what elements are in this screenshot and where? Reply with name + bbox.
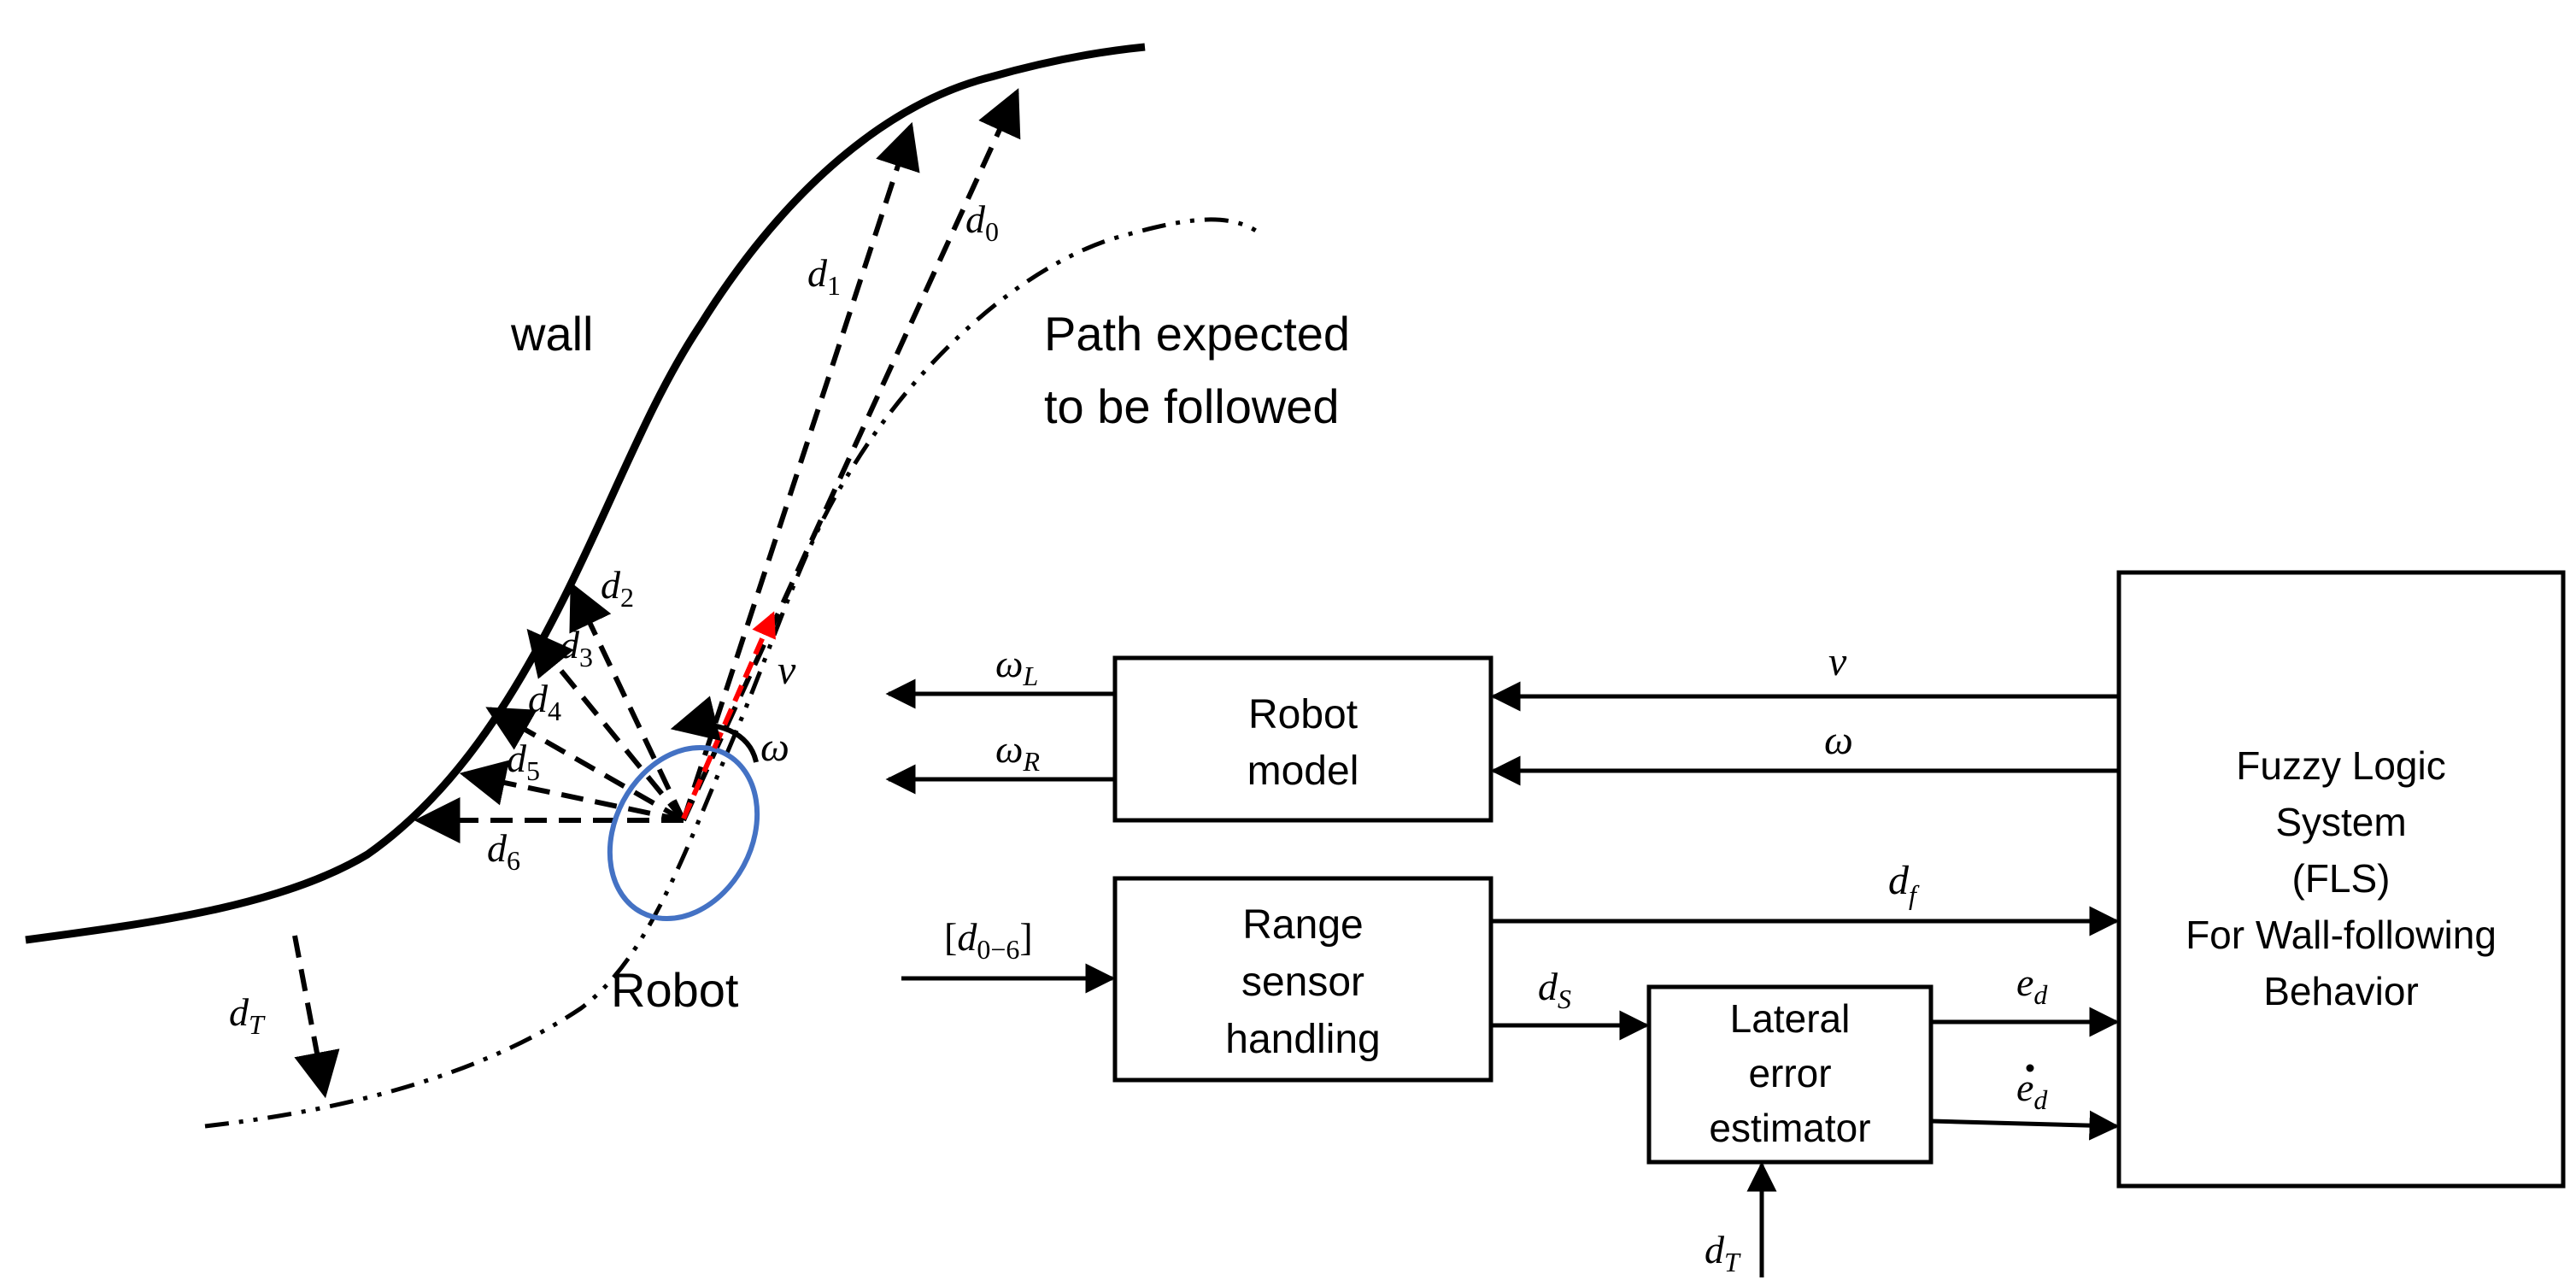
path-label-line2: to be followed: [1044, 379, 1340, 433]
lateral-error-label-3: estimator: [1709, 1106, 1870, 1150]
wall-label: wall: [510, 307, 593, 361]
signal-e-d-dot: ed: [2016, 1066, 2048, 1115]
label-d3: d3: [560, 623, 593, 672]
fls-label-5: Behavior: [2263, 969, 2419, 1013]
range-sensor-label-1: Range: [1242, 902, 1363, 948]
target-distance-arrow: [292, 935, 340, 1099]
label-d4: d4: [528, 677, 561, 726]
signal-omega-L: ωL: [995, 642, 1038, 691]
scene: wall Path expected to be followed Robot …: [25, 43, 1350, 1129]
sensor-ray-d0: [681, 88, 1021, 822]
signal-d-input: [d0−6]: [944, 915, 1033, 965]
label-d0: d0: [965, 197, 999, 247]
rotation-arc: [670, 696, 759, 763]
label-d1: d1: [807, 251, 841, 301]
lateral-error-label-2: error: [1748, 1051, 1831, 1095]
sensor-ray-d5: [459, 760, 684, 823]
sensor-ray-d1: [681, 121, 920, 821]
wall-curve: [25, 43, 1146, 944]
signal-omega: ω: [1824, 718, 1853, 763]
signal-e-d: ed: [2016, 960, 2048, 1010]
label-d6: d6: [487, 826, 520, 876]
wire-e-d-dot: [1930, 1110, 2120, 1141]
sensor-ray-d4: [485, 707, 685, 823]
fls-label-3: (FLS): [2292, 856, 2391, 901]
sensor-ray-d2: [569, 582, 686, 822]
signal-omega-R: ωR: [995, 727, 1040, 777]
robot-body: [607, 744, 760, 922]
fls-label-2: System: [2275, 800, 2406, 844]
expected-path-curve: [204, 217, 1258, 1129]
range-sensor-block: [1112, 876, 1493, 1083]
signal-d-S: dS: [1538, 965, 1571, 1014]
fls-label-4: For Wall-following: [2186, 913, 2497, 957]
robot-model-label-1: Robot: [1248, 692, 1358, 737]
heading-vector: [681, 611, 776, 820]
range-sensor-label-2: sensor: [1241, 960, 1364, 1005]
fls-block: [2116, 570, 2566, 1189]
signal-v: v: [1828, 639, 1847, 684]
signal-d-T: dT: [1705, 1228, 1741, 1277]
robot-model-block: [1112, 655, 1493, 823]
sensor-ray-d3: [526, 628, 686, 822]
signal-d-f: df: [1888, 858, 1920, 910]
path-label-line1: Path expected: [1044, 307, 1350, 361]
robot-model-label-2: model: [1247, 749, 1359, 794]
fls-label-1: Fuzzy Logic: [2236, 743, 2445, 788]
label-omega-scene: ω: [760, 725, 789, 770]
block-diagram: Robot model Range sensor handling Latera…: [885, 570, 2566, 1277]
lateral-error-label-1: Lateral: [1730, 996, 1851, 1041]
robot-label: Robot: [611, 963, 739, 1017]
label-dT-scene: dT: [229, 990, 266, 1040]
label-v-scene: v: [777, 648, 796, 693]
range-sensor-label-3: handling: [1225, 1017, 1381, 1062]
lateral-error-block: [1646, 984, 1933, 1165]
derivative-dot-icon: [2026, 1064, 2034, 1072]
label-d2: d2: [601, 563, 634, 613]
label-d5: d5: [507, 737, 540, 786]
signal-e-d-dot-group: ed: [2016, 1064, 2048, 1115]
